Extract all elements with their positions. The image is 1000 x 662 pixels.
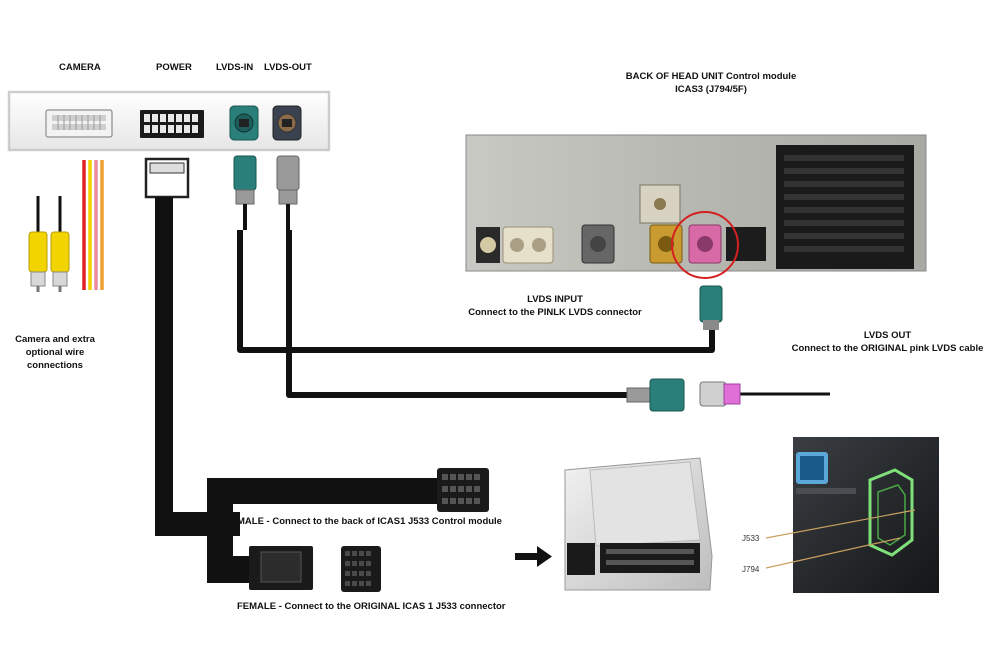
- j533-label: J533: [742, 534, 760, 543]
- camera-extra-line3: connections: [27, 360, 83, 371]
- head-unit-image: [465, 134, 927, 272]
- lvds-in-port: [229, 105, 259, 141]
- camera-extra-line2: optional wire: [25, 347, 85, 358]
- female-connector-icon: [249, 546, 381, 592]
- highlight-circle: [671, 211, 739, 279]
- lvds-out-label: LVDS-OUT: [264, 62, 312, 73]
- male-label: MALE - Connect to the back of ICAS1 J533…: [237, 516, 502, 527]
- power-harness-icon: [144, 157, 437, 583]
- lvds-out-line2: Connect to the ORIGINAL pink LVDS cable: [791, 343, 984, 354]
- camera-extra-label: Camera and extra optional wire connectio…: [5, 333, 105, 372]
- rca-connector-icon: [28, 196, 70, 292]
- lvds-input-line1: LVDS INPUT: [527, 294, 583, 305]
- lvds-in-plug: [233, 155, 257, 230]
- extra-wires: [82, 160, 104, 290]
- lvds-out-cable: [286, 230, 830, 398]
- power-port: [140, 110, 204, 138]
- car-interior-photo: [765, 437, 939, 593]
- lvds-pink-cable-connector-icon: [699, 381, 741, 407]
- head-unit-title-line2: ICAS3 (J794/5F): [675, 84, 747, 95]
- camera-extra-line1: Camera and extra: [15, 334, 95, 345]
- female-label: FEMALE - Connect to the ORIGINAL ICAS 1 …: [237, 601, 506, 612]
- power-label: POWER: [156, 62, 192, 73]
- camera-label: CAMERA: [59, 62, 101, 73]
- lvds-input-label: LVDS INPUT Connect to the PINLK LVDS con…: [455, 293, 655, 319]
- lvds-input-line2: Connect to the PINLK LVDS connector: [468, 307, 642, 318]
- lvds-out-label-block: LVDS OUT Connect to the ORIGINAL pink LV…: [780, 329, 995, 355]
- lvds-in-cable: [237, 230, 715, 353]
- head-unit-title: BACK OF HEAD UNIT Control module ICAS3 (…: [606, 70, 816, 96]
- head-unit-title-line1: BACK OF HEAD UNIT Control module: [625, 71, 797, 82]
- j794-label: J794: [742, 565, 760, 574]
- lvds-out-line1: LVDS OUT: [863, 330, 912, 341]
- lvds-input-plug-icon: [699, 285, 723, 330]
- male-quadlock-connector-icon: [437, 468, 489, 512]
- lvds-out-plug: [276, 155, 300, 230]
- control-module-icon: [564, 457, 713, 591]
- lvds-in-label: LVDS-IN: [216, 62, 254, 73]
- lvds-out-port: [272, 105, 302, 141]
- lvds-teal-inline-connector-icon: [626, 378, 685, 412]
- camera-port: [45, 109, 113, 138]
- arrow-right-icon: [515, 546, 552, 567]
